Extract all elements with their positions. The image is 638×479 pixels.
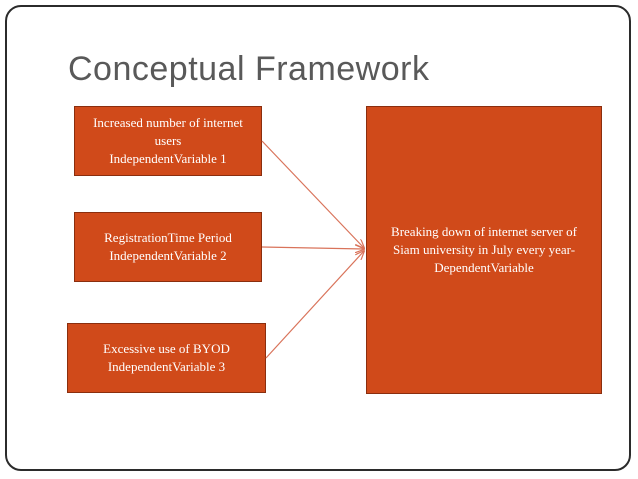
independent-variable-2-box: RegistrationTime Period IndependentVaria… [74,212,262,282]
box-3-line-1: Excessive use of BYOD [103,341,230,356]
box-1-line-2: users [154,133,182,148]
box-4-line-3: DependentVariable [434,260,534,275]
independent-variable-1-box: Increased number of internet users Indep… [74,106,262,176]
box-4-line-1: Breaking down of internet server of [391,224,577,239]
box-4-line-2: Siam university in July every year- [392,242,576,257]
box-1-line-1: Increased number of internet [93,115,243,130]
box-2-line-1: RegistrationTime Period [104,230,232,245]
dependent-variable-box: Breaking down of internet server of Siam… [366,106,602,394]
box-3-line-2: IndependentVariable 3 [107,359,226,374]
box-2-line-2: IndependentVariable 2 [109,248,227,263]
box-1-line-3: IndependentVariable 1 [109,151,227,166]
slide-title: Conceptual Framework [68,50,430,88]
independent-variable-3-box: Excessive use of BYOD IndependentVariabl… [67,323,266,393]
